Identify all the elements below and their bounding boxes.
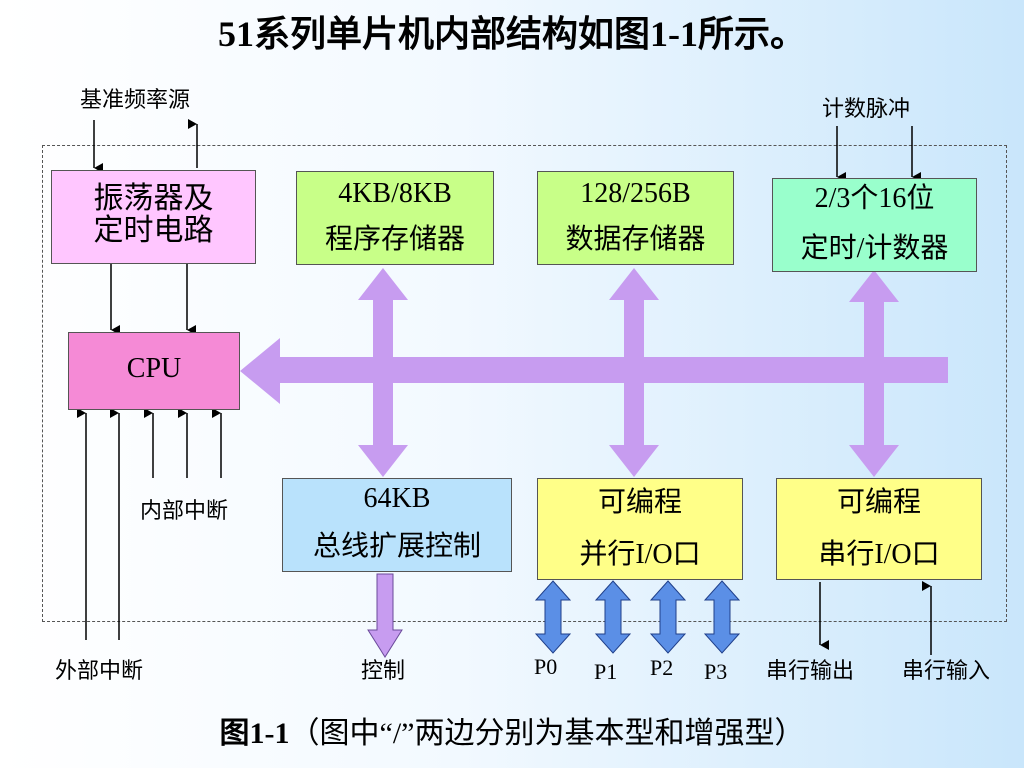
figure-number: 图1-1 [219,717,290,750]
timer-counter-box: 2/3个16位 定时/计数器 [772,178,977,272]
timer-counter-label: 定时/计数器 [800,233,949,264]
oscillator-line2: 定时电路 [93,214,214,247]
timer-counter-spec: 2/3个16位 [814,183,935,214]
data-memory-box: 128/256B 数据存储器 [537,171,734,265]
internal-interrupt-label: 内部中断 [140,498,229,523]
parallel-io-box: 可编程 并行I/O口 [537,478,743,580]
cpu-box: CPU [68,332,240,410]
port-label-p2: P2 [650,655,674,680]
bus-expansion-size: 64KB [363,483,431,514]
serial-io-line1: 可编程 [836,487,921,518]
ref-clock-label: 基准频率源 [80,87,191,112]
cpu-label: CPU [126,353,182,384]
program-memory-size: 4KB/8KB [338,178,452,209]
bus-expansion-control-box: 64KB 总线扩展控制 [282,478,512,572]
port-label-p3: P3 [704,659,728,684]
port-label-p1: P1 [594,659,618,684]
oscillator-line1: 振荡器及 [93,182,214,215]
external-interrupt-label: 外部中断 [55,658,144,683]
control-label: 控制 [361,658,406,683]
program-memory-label: 程序存储器 [324,224,465,255]
figure-caption: 图1-1（图中“/”两边分别为基本型和增强型） [0,712,1024,756]
serial-output-label: 串行输出 [766,658,855,683]
data-memory-label: 数据存储器 [565,224,706,255]
port-label-p0: P0 [534,654,558,679]
slide-title: 51系列单片机内部结构如图1-1所示。 [218,14,806,54]
figure-caption-text: （图中“/”两边分别为基本型和增强型） [289,717,805,750]
program-memory-box: 4KB/8KB 程序存储器 [296,171,494,265]
serial-io-box: 可编程 串行I/O口 [776,478,982,580]
serial-io-line2: 串行I/O口 [818,539,940,570]
data-memory-size: 128/256B [580,178,691,209]
parallel-io-line1: 可编程 [597,487,682,518]
count-pulse-label: 计数脉冲 [822,96,911,121]
bus-expansion-label: 总线扩展控制 [312,531,481,562]
parallel-io-line2: 并行I/O口 [579,539,701,570]
serial-input-label: 串行输入 [902,658,991,683]
chip-boundary [42,145,1007,622]
oscillator-timing-box: 振荡器及 定时电路 [51,170,256,264]
